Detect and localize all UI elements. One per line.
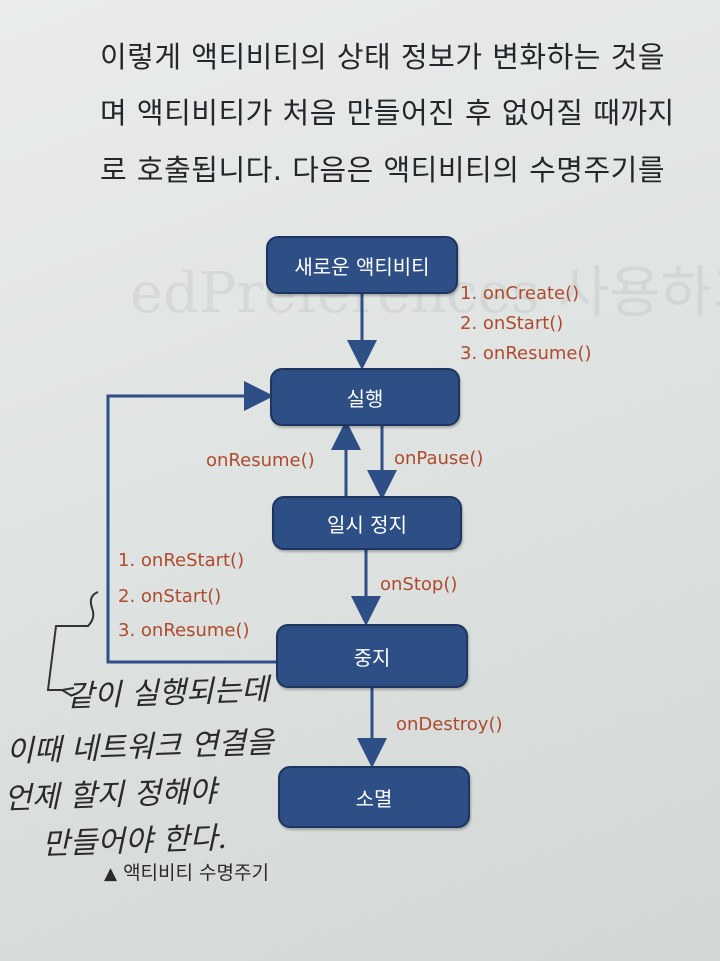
paragraph-line-1: 이렇게 액티비티의 상태 정보가 변화하는 것을 bbox=[100, 40, 666, 74]
hand-arrow bbox=[59, 687, 75, 697]
label-on-stop: onStop() bbox=[380, 574, 458, 595]
create-call-1: 1. onCreate() bbox=[460, 283, 580, 304]
state-paused: 일시 정지 bbox=[272, 496, 462, 550]
restart-call-2: 2. onStart() bbox=[118, 586, 222, 607]
paragraph-line-3: 로 호출됩니다. 다음은 액티비티의 수명주기를 bbox=[100, 153, 666, 187]
state-destroyed: 소멸 bbox=[278, 766, 470, 828]
state-running: 실행 bbox=[270, 368, 460, 426]
label-on-pause: onPause() bbox=[394, 448, 484, 469]
hand-brace bbox=[46, 591, 99, 691]
handwritten-note-line-3: 언제 할지 정해야 bbox=[3, 774, 217, 817]
state-stopped: 중지 bbox=[276, 624, 468, 688]
figure-caption: ▲액티비티 수명주기 bbox=[104, 858, 269, 885]
caption-marker: ▲ bbox=[104, 864, 118, 884]
caption-text: 액티비티 수명주기 bbox=[123, 862, 269, 884]
handwritten-note-line-4: 만들어야 한다. bbox=[41, 820, 228, 863]
create-call-2: 2. onStart() bbox=[460, 313, 564, 334]
restart-call-3: 3. onResume() bbox=[118, 620, 250, 641]
paragraph-line-2: 며 액티비티가 처음 만들어진 후 없어질 때까지 bbox=[100, 96, 675, 130]
handwritten-note-line-1: 같이 실행되는데 bbox=[65, 672, 270, 715]
create-call-3: 3. onResume() bbox=[460, 343, 592, 364]
handwritten-note-line-2: 이때 네트워크 연결을 bbox=[5, 725, 275, 770]
arrow-stopped-to-running bbox=[106, 381, 276, 664]
label-on-resume: onResume() bbox=[206, 450, 315, 471]
state-new-activity: 새로운 액티비티 bbox=[266, 236, 458, 294]
restart-call-1: 1. onReStart() bbox=[118, 550, 245, 571]
label-on-destroy: onDestroy() bbox=[396, 714, 503, 735]
